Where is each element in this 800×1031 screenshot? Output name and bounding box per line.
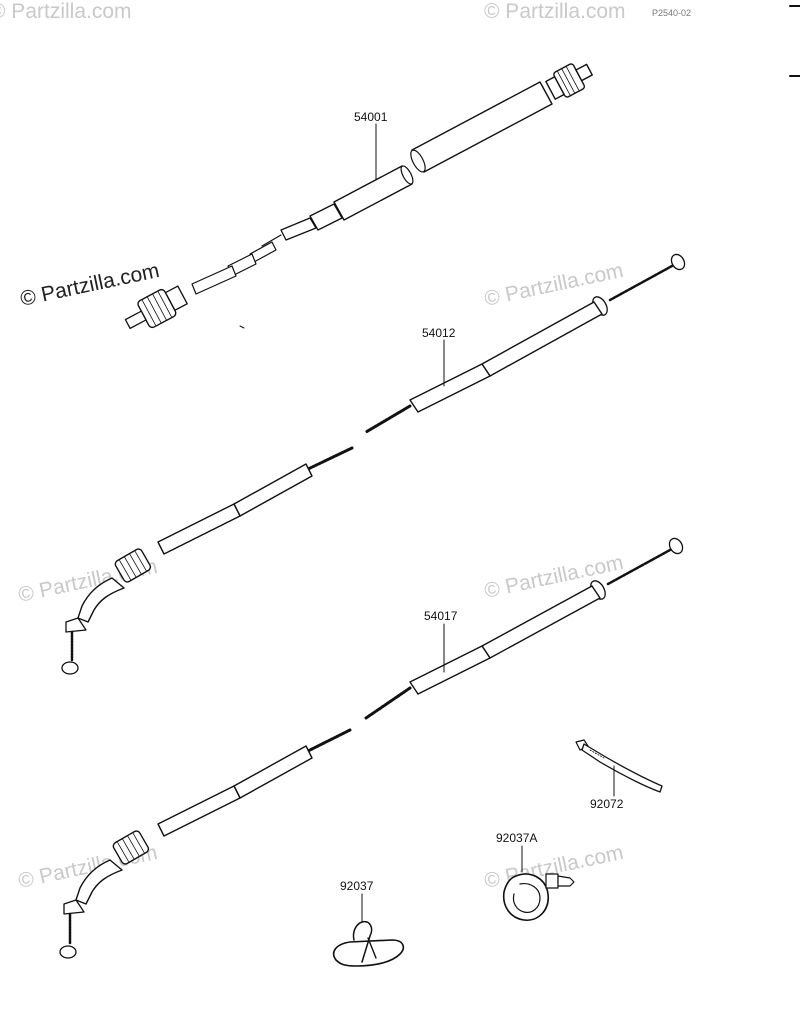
part-number-label: 54012 (422, 326, 456, 340)
watermark: © Partzilla.com (0, 0, 132, 23)
part-number-label: 54017 (424, 609, 458, 623)
watermark: © Partzilla.com (484, 0, 626, 23)
diagram-ref-code: P2540-02 (652, 8, 691, 18)
speedometer-cable-54001: 54001 (124, 63, 593, 330)
throttle-cable-54012: 54012 (61, 253, 686, 675)
part-number-label: 92037 (340, 879, 374, 893)
part-number-label: 92072 (590, 797, 624, 811)
clamp-92037a: 92037A (496, 831, 575, 921)
watermark-layer: © Partzilla.com © Partzilla.com © Partzi… (0, 0, 626, 893)
throttle-cable-54017: 54017 (59, 537, 684, 959)
part-number-label: 92037A (496, 831, 537, 845)
cable-tie-92072: 92072 (575, 739, 663, 811)
clip-92037: 92037 (332, 879, 405, 967)
part-number-label: 54001 (354, 110, 388, 124)
